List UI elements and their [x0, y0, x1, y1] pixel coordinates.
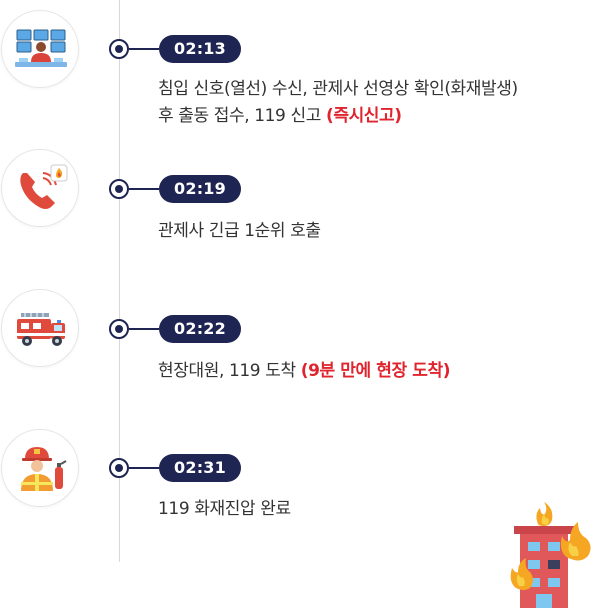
timeline-connector: [129, 188, 159, 190]
timeline-connector: [129, 328, 159, 330]
emergency-call-icon: [1, 149, 79, 227]
time-badge: 02:19: [159, 175, 241, 203]
burning-building-icon: [508, 502, 600, 608]
event-highlight: (9분 만에 현장 도착): [300, 361, 451, 381]
timeline-dot: [109, 458, 129, 478]
event-text: 후 출동 접수, 119 신고: [158, 106, 326, 126]
firefighter-icon: [1, 429, 79, 507]
event-description: 119 화재진압 완료: [158, 496, 598, 523]
event-text: 관제사 긴급 1순위 호출: [158, 221, 321, 241]
timeline-dot: [109, 39, 129, 59]
timeline-connector: [129, 48, 159, 50]
event-description: 침입 신호(열선) 수신, 관제사 선영상 확인(화재발생) 후 출동 접수, …: [158, 76, 598, 130]
time-badge: 02:31: [159, 454, 241, 482]
event-description: 현장대원, 119 도착 (9분 만에 현장 도착): [158, 358, 598, 385]
timeline-line: [119, 0, 120, 562]
event-description-line: 후 출동 접수, 119 신고 (즉시신고): [158, 103, 598, 130]
control-room-icon: [1, 10, 79, 88]
event-description: 관제사 긴급 1순위 호출: [158, 218, 598, 245]
event-highlight: (즉시신고): [325, 106, 402, 126]
event-text: 현장대원, 119 도착: [158, 361, 301, 381]
fire-truck-icon: [1, 289, 79, 367]
event-text: 119 화재진압 완료: [158, 499, 291, 519]
time-badge: 02:13: [159, 35, 241, 63]
timeline-connector: [129, 467, 159, 469]
time-badge: 02:22: [159, 315, 241, 343]
event-description-line: 침입 신호(열선) 수신, 관제사 선영상 확인(화재발생): [158, 79, 518, 99]
timeline-dot: [109, 179, 129, 199]
timeline-dot: [109, 319, 129, 339]
